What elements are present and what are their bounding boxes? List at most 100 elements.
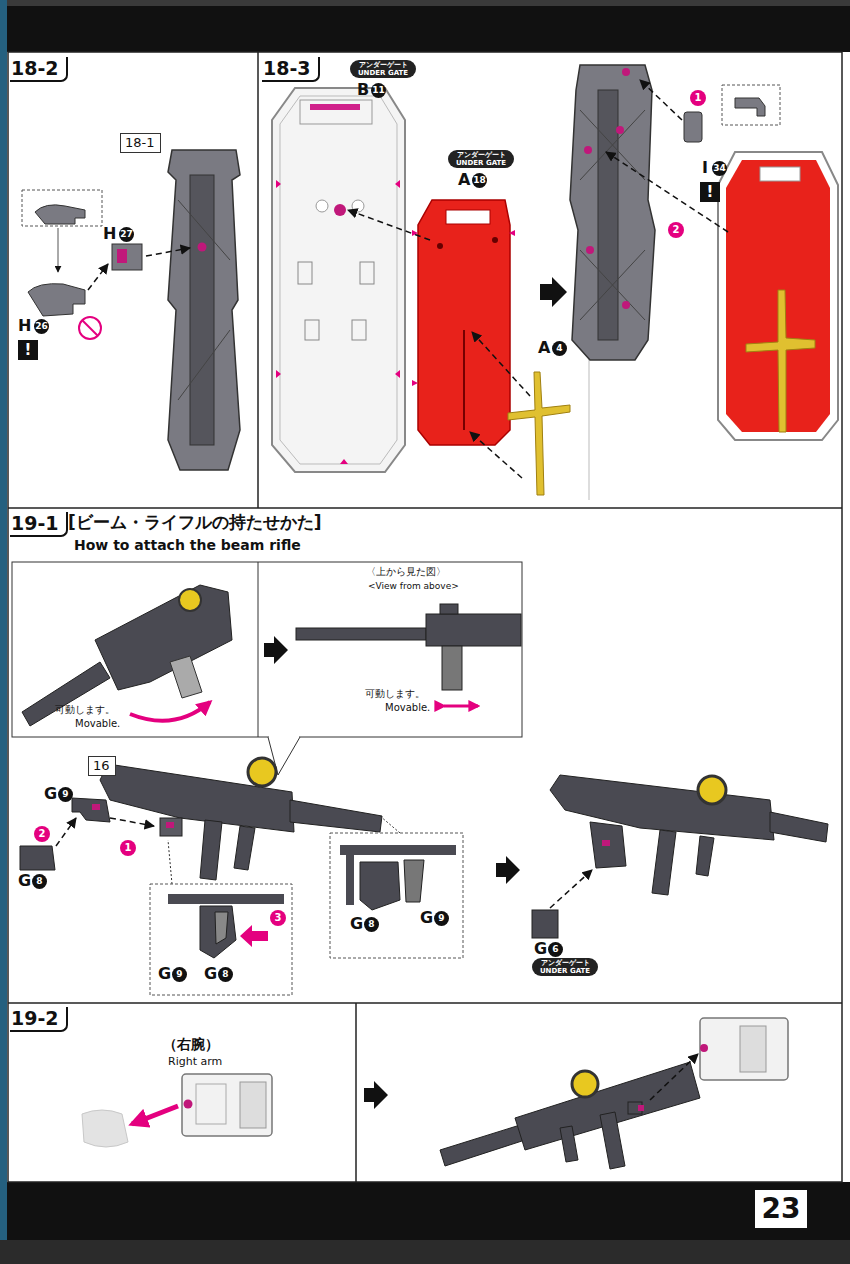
right-arm — [240, 1082, 266, 1128]
shield-frame — [178, 200, 230, 260]
step-arrow — [264, 636, 288, 664]
node-text: ! — [24, 340, 32, 360]
rifle-main — [248, 758, 276, 786]
part-number: 8 — [218, 967, 233, 982]
shield-back — [352, 320, 366, 340]
shield-front — [437, 243, 443, 249]
panel-frame — [8, 1002, 842, 1004]
note: Movable. — [385, 702, 430, 714]
rifle-in-hand — [440, 1018, 788, 1169]
rifle-main — [20, 846, 55, 870]
step-number: 19-1 — [10, 512, 68, 537]
note: Movable. — [75, 718, 120, 730]
caution-mark: ! — [18, 340, 38, 360]
shield-frame-right — [570, 65, 655, 360]
shield-frame-right — [586, 246, 594, 254]
node-text: UNDER GATE — [357, 69, 409, 77]
note: 可動します。 — [55, 704, 115, 716]
node-text: アンダーゲート — [455, 151, 507, 159]
shield-back — [310, 104, 360, 110]
rifle-main — [200, 820, 222, 880]
part-number: 27 — [119, 227, 134, 242]
part-letter: G — [204, 966, 217, 982]
detail-inset — [330, 816, 463, 958]
shield-frame-right — [616, 126, 624, 134]
step-arrow — [364, 1081, 388, 1109]
node-text: 19-1 — [11, 512, 60, 534]
rifle-assembled — [770, 812, 828, 842]
rifle-in-hand — [740, 1026, 766, 1072]
shield-right — [726, 160, 830, 432]
rifle-top-view — [426, 614, 521, 646]
rifle-angled — [95, 585, 232, 690]
rifle-main — [72, 798, 110, 822]
node-text: UNDER GATE — [539, 967, 591, 975]
rifle-in-hand — [572, 1071, 598, 1097]
rifle-assembled — [698, 776, 726, 804]
page-ground — [0, 0, 7, 1240]
panel-frame — [8, 507, 842, 509]
inset-frame — [269, 736, 299, 738]
step-arrow — [540, 277, 567, 307]
note: 可動します。 — [365, 688, 425, 700]
shield-frame-right — [580, 250, 645, 320]
detail-inset — [404, 860, 424, 902]
shield-back — [305, 320, 319, 340]
gate-badge: アンダーゲートUNDER GATE — [448, 150, 514, 168]
part-letter: A — [458, 172, 470, 188]
shield-right — [746, 290, 815, 432]
part-h26 — [58, 228, 59, 272]
inset-frame — [12, 562, 522, 775]
part-h26 — [22, 190, 102, 226]
node-text: UNDER GATE — [455, 159, 507, 167]
rifle-top-view — [440, 604, 458, 614]
rifle-top-view — [296, 604, 521, 706]
rifle-main — [56, 818, 76, 846]
node-text: ! — [706, 182, 714, 202]
detail-inset — [360, 862, 400, 910]
part-h27 — [112, 244, 142, 270]
inset-frame — [12, 562, 522, 737]
rifle-assembled — [532, 775, 828, 938]
arm-label-en: Right arm — [168, 1055, 222, 1068]
part-h26 — [35, 205, 85, 224]
rifle-angled — [179, 589, 201, 611]
gold-cross — [472, 332, 530, 396]
panel-frame — [8, 52, 842, 1182]
shield-frame-right — [580, 110, 645, 180]
detail-inset — [346, 855, 354, 905]
node-text: 18-2 — [11, 57, 60, 79]
part-h26 — [82, 320, 98, 336]
part-letter: G — [534, 941, 547, 957]
part-number: 34 — [712, 161, 727, 176]
right-arm — [184, 1100, 193, 1109]
detail-inset — [380, 816, 400, 833]
rifle-main — [20, 758, 382, 884]
node-text: 18-3 — [263, 57, 312, 79]
part-i34 — [640, 80, 682, 120]
right-arm — [196, 1084, 226, 1124]
page-ground — [0, 1240, 850, 1264]
page-ground — [0, 0, 850, 52]
part-letter: G — [350, 916, 363, 932]
part-i34 — [684, 112, 702, 142]
rifle-main — [290, 800, 382, 832]
part-number: 6 — [548, 942, 563, 957]
rifle-assembled — [652, 830, 676, 895]
page-ground — [0, 1182, 850, 1240]
shield-front — [446, 210, 490, 224]
gate-badge: アンダーゲートUNDER GATE — [532, 958, 598, 976]
step-number: 18-3 — [262, 57, 320, 82]
rifle-angled — [130, 702, 210, 721]
part-number: 18 — [472, 173, 487, 188]
view-note: <View from above> — [368, 581, 459, 592]
right-arm — [132, 1106, 178, 1124]
rifle-main — [234, 826, 255, 870]
part-number: 9 — [58, 787, 73, 802]
rifle-top-view — [442, 646, 462, 690]
node-text: 16 — [93, 758, 111, 774]
rifle-angled — [22, 585, 232, 726]
shield-back — [272, 88, 405, 472]
